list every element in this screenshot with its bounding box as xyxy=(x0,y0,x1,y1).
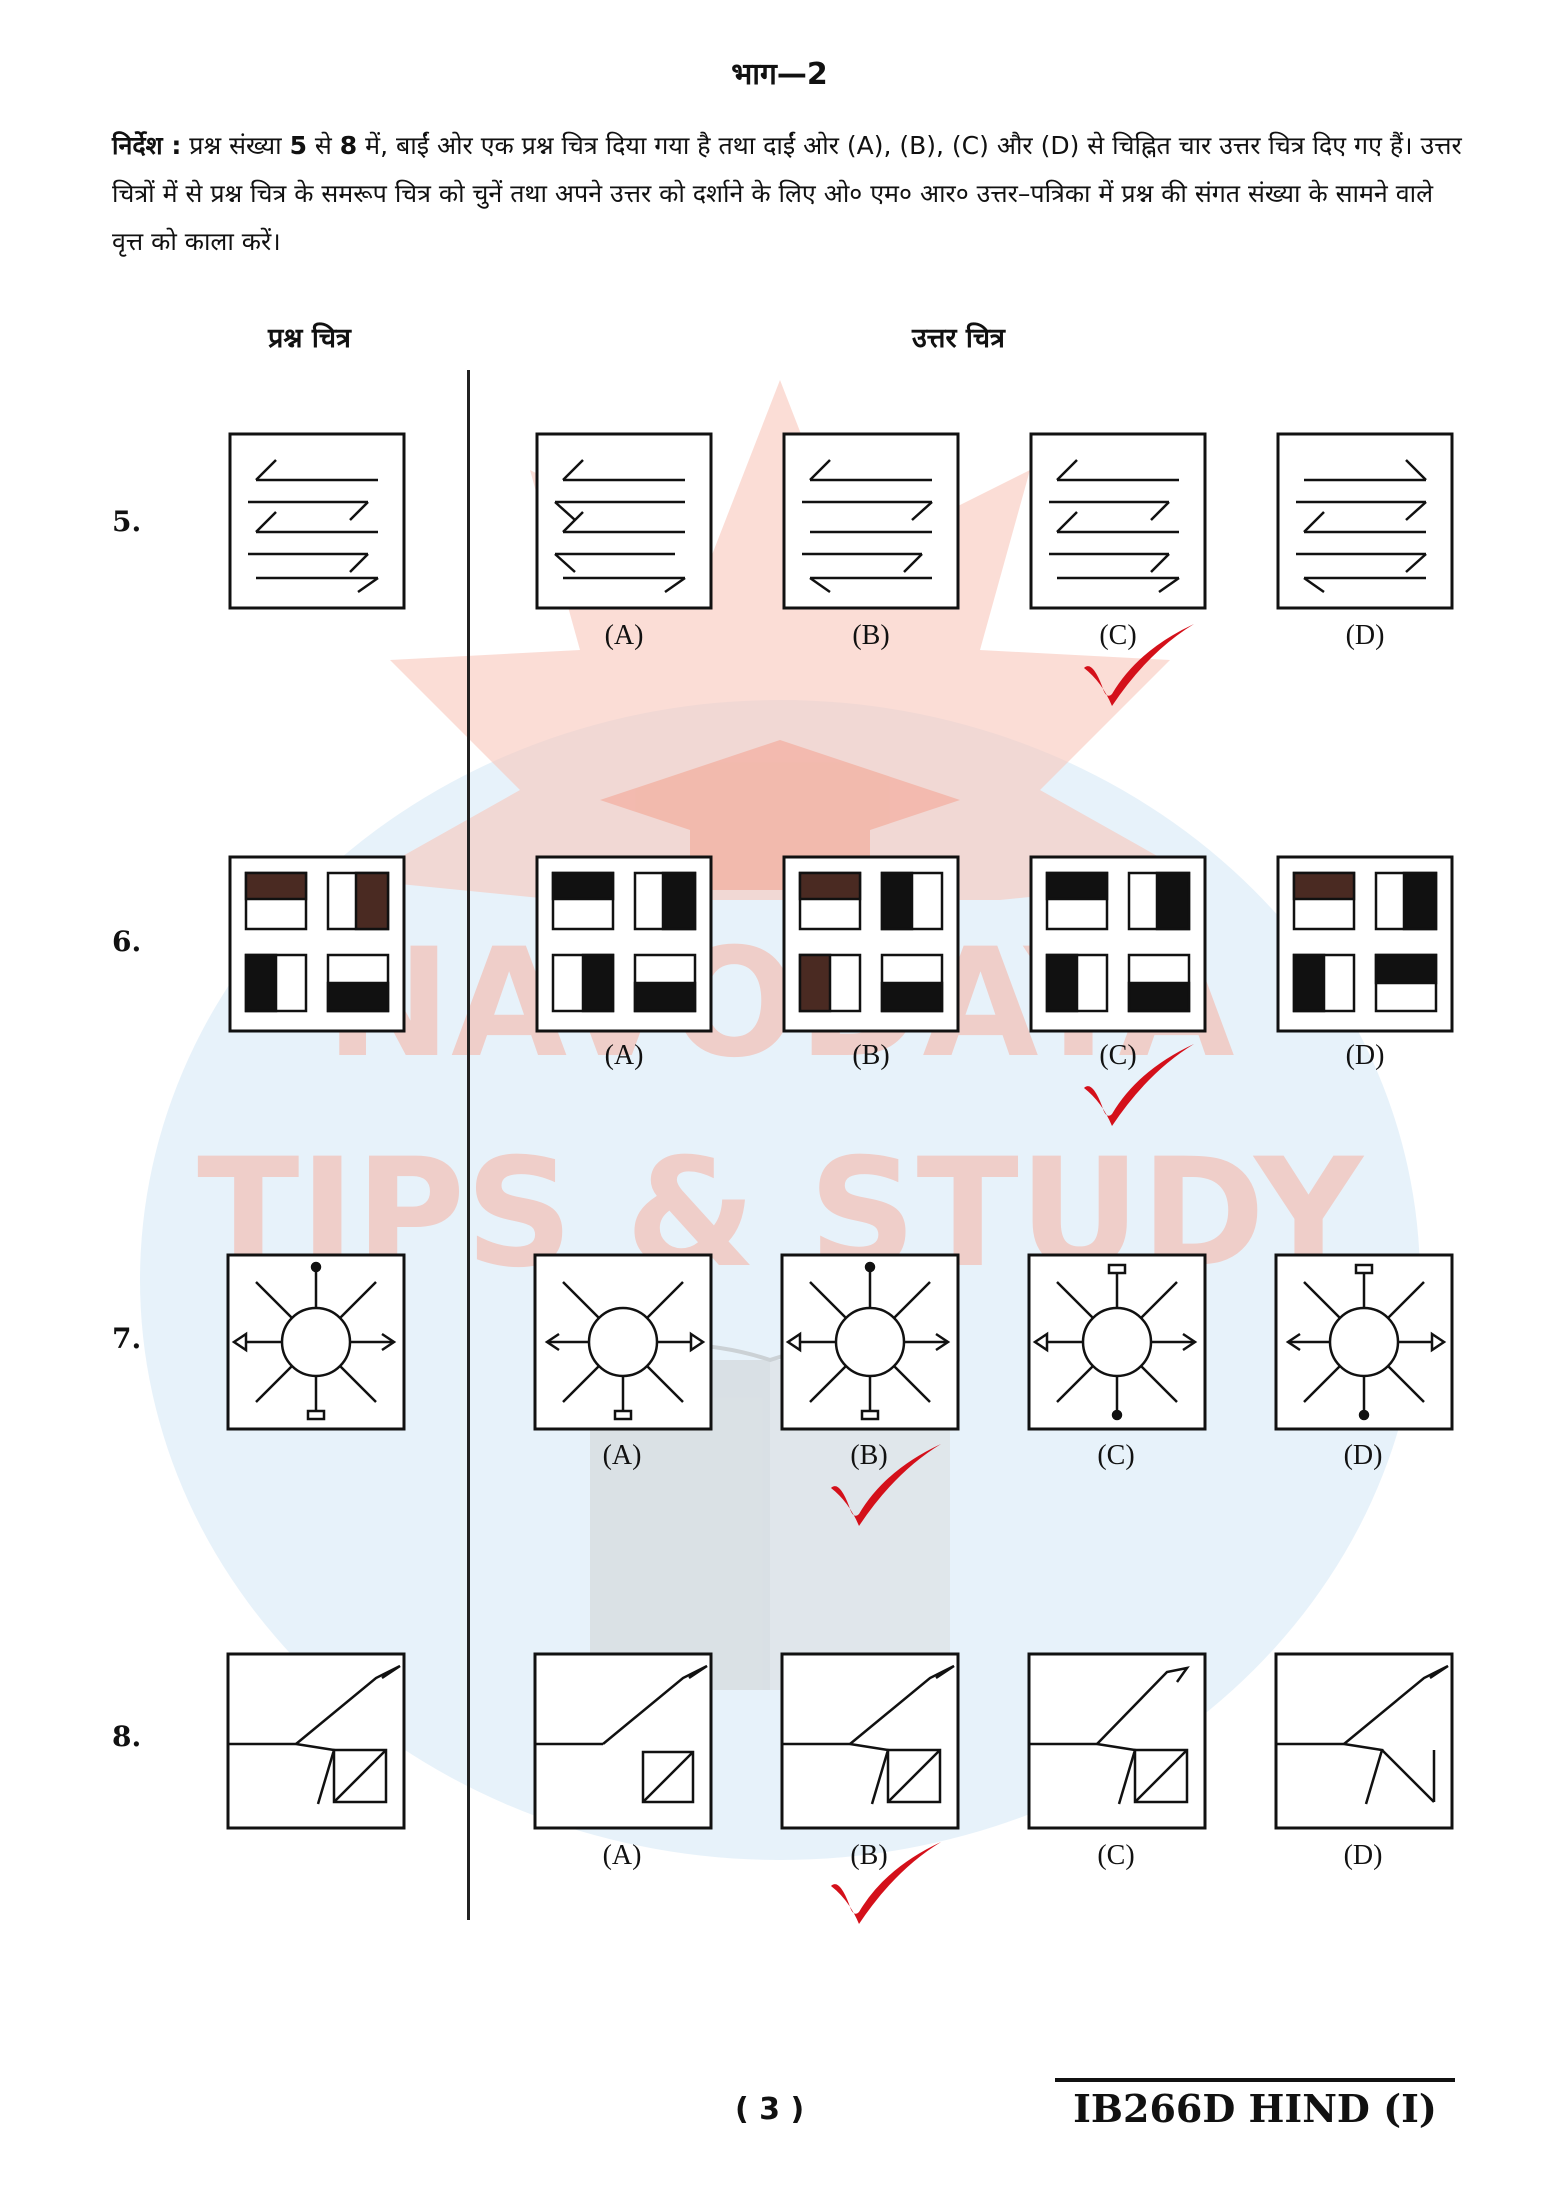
q8-option-a-figure[interactable] xyxy=(533,1652,713,1830)
q7-option-a-figure[interactable] xyxy=(533,1253,713,1431)
question-number-7: 7. xyxy=(112,1322,142,1355)
instructions: निर्देश : प्रश्न संख्या 5 से 8 में, बाईं… xyxy=(112,122,1462,266)
instructions-text: प्रश्न संख्या xyxy=(181,131,290,160)
q7-option-c-label: (C) xyxy=(1097,1440,1135,1471)
q6-checkmark-icon xyxy=(1084,1044,1194,1126)
q5-option-b-label: (B) xyxy=(852,620,890,651)
question-figure-heading: प्रश्न चित्र xyxy=(268,323,351,354)
q5-option-b-figure[interactable] xyxy=(782,432,960,610)
q6-option-d-label: (D) xyxy=(1345,1040,1385,1071)
question-number-5: 5. xyxy=(112,505,142,538)
q5-option-c-label: (C) xyxy=(1099,620,1137,651)
q8-question-figure xyxy=(226,1652,406,1830)
q6-option-c-figure[interactable] xyxy=(1029,855,1207,1033)
q6-option-d-figure[interactable] xyxy=(1276,855,1454,1033)
q8-option-b-label: (B) xyxy=(850,1840,888,1871)
q7-option-b-figure[interactable] xyxy=(780,1253,960,1431)
q5-option-a-figure[interactable] xyxy=(535,432,713,610)
paper-code: IB266D HIND (I) xyxy=(1055,2078,1455,2131)
q8-option-b-figure[interactable] xyxy=(780,1652,960,1830)
answer-figures-heading: उत्तर चित्र xyxy=(912,323,1005,354)
question-number-8: 8. xyxy=(112,1720,142,1753)
instructions-num-start: 5 xyxy=(289,131,307,160)
q7-option-d-label: (D) xyxy=(1343,1440,1383,1471)
q8-option-d-figure[interactable] xyxy=(1274,1652,1454,1830)
q7-option-c-figure[interactable] xyxy=(1027,1253,1207,1431)
q8-option-a-label: (A) xyxy=(602,1840,642,1871)
instructions-num-end: 8 xyxy=(339,131,358,160)
q6-option-c-label: (C) xyxy=(1099,1040,1137,1071)
q7-option-a-label: (A) xyxy=(602,1440,642,1471)
q7-question-figure xyxy=(226,1253,406,1431)
instructions-text: से xyxy=(306,131,340,160)
q6-option-a-figure[interactable] xyxy=(535,855,713,1033)
question-number-6: 6. xyxy=(112,925,142,958)
column-divider xyxy=(467,370,470,1920)
q6-option-a-label: (A) xyxy=(604,1040,644,1071)
instructions-text: में, बाईं ओर एक प्रश्न चित्र दिया गया है… xyxy=(112,131,1462,256)
q8-checkmark-icon xyxy=(831,1842,941,1924)
q6-option-b-figure[interactable] xyxy=(782,855,960,1033)
q6-question-figure xyxy=(228,855,406,1033)
q7-checkmark-icon xyxy=(831,1444,941,1526)
q7-option-b-label: (B) xyxy=(850,1440,888,1471)
section-title: भाग—2 xyxy=(731,57,828,92)
instructions-lead: निर्देश : xyxy=(112,131,182,160)
q6-option-b-label: (B) xyxy=(852,1040,890,1071)
q5-option-a-label: (A) xyxy=(604,620,644,651)
q8-option-c-label: (C) xyxy=(1097,1840,1135,1871)
q5-option-c-figure[interactable] xyxy=(1029,432,1207,610)
q5-option-d-label: (D) xyxy=(1345,620,1385,651)
q8-option-c-figure[interactable] xyxy=(1027,1652,1207,1830)
q5-question-figure xyxy=(228,432,406,610)
q7-option-d-figure[interactable] xyxy=(1274,1253,1454,1431)
page-number: ( 3 ) xyxy=(735,2092,805,2127)
q5-checkmark-icon xyxy=(1084,624,1194,706)
q8-option-d-label: (D) xyxy=(1343,1840,1383,1871)
q5-option-d-figure[interactable] xyxy=(1276,432,1454,610)
